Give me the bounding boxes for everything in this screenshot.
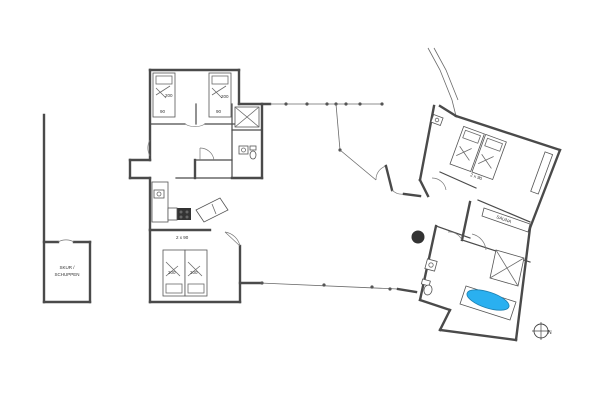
right-bedroom: 2 x 90 <box>439 151 554 223</box>
bottom-bedroom: 2 x 90 <box>148 228 242 304</box>
bed-right-a <box>449 125 485 173</box>
compass-icon: N <box>532 322 552 340</box>
bed-bottom-left: 200 <box>162 249 186 297</box>
compass-north-label: N <box>548 330 552 336</box>
stove-icon <box>177 208 191 220</box>
right-wing-outline <box>418 47 562 342</box>
living-diagonal-wall <box>335 103 422 198</box>
bathtub <box>459 285 517 321</box>
bed-length-label: 200 <box>190 270 198 275</box>
toilet-right <box>420 278 433 296</box>
shower-right <box>489 249 525 287</box>
bed-length-label: 200 <box>221 94 229 99</box>
ceiling-lamp-icon <box>411 230 425 244</box>
bed-length-label: 200 <box>168 270 176 275</box>
sink-top <box>238 145 249 155</box>
left-outer-wall <box>42 113 92 304</box>
kitchen <box>151 181 229 223</box>
sauna-label: SAUNA <box>496 214 512 224</box>
bed-top-left: 200 90 <box>152 72 176 118</box>
bedroom-size-label: 2 x 90 <box>176 235 189 240</box>
shed-room: SKUR / SCHUPPEN <box>54 265 79 277</box>
sauna: SAUNA <box>460 200 531 242</box>
living-window-wall-bottom <box>238 281 418 294</box>
bed-top-right: 200 90 <box>208 72 232 118</box>
bed-width-label: 90 <box>160 109 166 114</box>
bed-width-label: 90 <box>216 109 222 114</box>
bed-bottom-right: 200 <box>184 249 208 297</box>
hall-walls <box>128 147 233 232</box>
toilet-top <box>249 145 257 160</box>
living-window-wall-top <box>270 102 384 106</box>
sink-right-lower <box>424 258 438 272</box>
shed-label-line2: SCHUPPEN <box>54 272 79 277</box>
top-bedroom-block <box>147 68 272 180</box>
sink-right-upper <box>430 114 444 126</box>
bed-right-b <box>471 133 507 181</box>
bedroom-size-label: 2 x 90 <box>470 172 484 181</box>
shower-top <box>234 106 260 128</box>
bed-length-label: 200 <box>165 93 173 98</box>
shed-label-line1: SKUR / <box>59 265 75 270</box>
